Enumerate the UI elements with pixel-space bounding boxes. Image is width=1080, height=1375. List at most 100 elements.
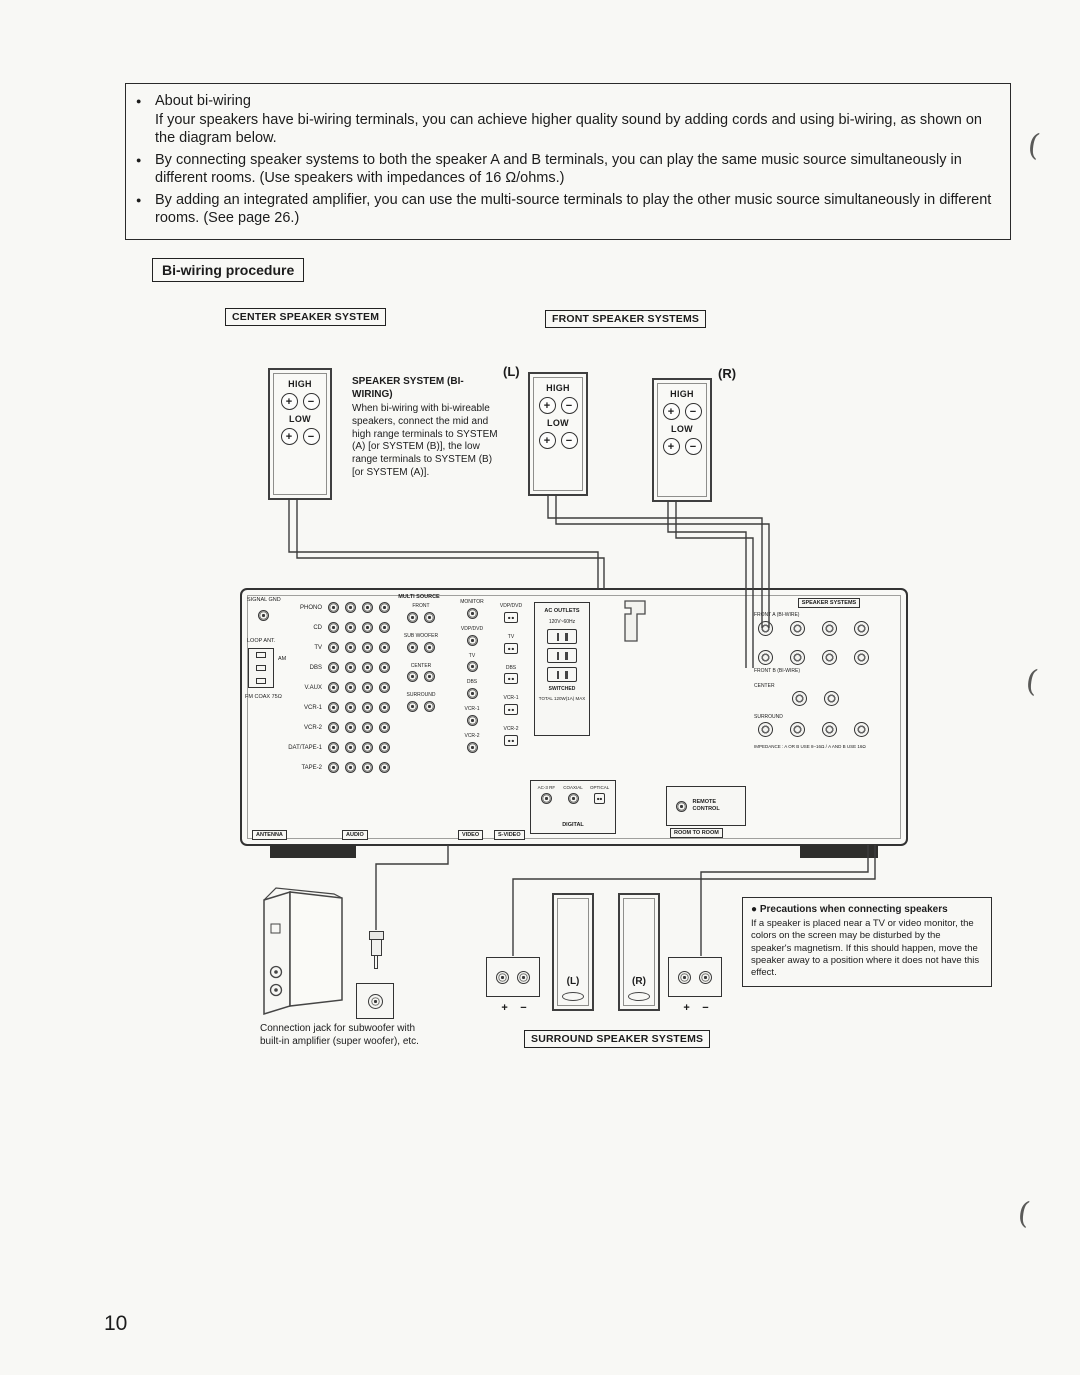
subwoofer-jack	[367, 993, 383, 1009]
low-label: LOW	[671, 424, 693, 434]
video-jack	[466, 688, 478, 699]
loop-ant-label: LOOP ANT.	[247, 638, 276, 644]
rca-jack	[362, 742, 373, 753]
video-jack-label: TV	[468, 652, 476, 659]
rca-jack	[466, 634, 478, 646]
ac3-rf-label: AC-3 RF	[537, 785, 556, 790]
gnd-terminal	[258, 610, 269, 621]
multi-jacks	[407, 641, 435, 653]
minus-label: −	[702, 1002, 709, 1014]
minus-terminal: −	[302, 393, 320, 410]
note-body: By connecting speaker systems to both th…	[155, 151, 962, 187]
audio-row: VCR-2	[286, 722, 390, 733]
multi-jacks	[407, 611, 435, 623]
audio-row: DBS	[286, 662, 390, 673]
speaker-post	[822, 621, 837, 637]
video-jack-group: TV	[454, 652, 490, 673]
polarity-labels: + −	[489, 1002, 539, 1014]
svideo-jack	[504, 704, 518, 715]
center-speaker-cable	[296, 498, 605, 589]
high-label: HIGH	[288, 379, 312, 389]
note-item: ● By connecting speaker systems to both …	[136, 151, 996, 188]
audio-row-label: PHONO	[299, 604, 322, 611]
svideo-jack-label: VCR-2	[503, 726, 519, 732]
rca-jack	[466, 607, 478, 619]
rca-jack	[379, 702, 390, 713]
rca-jack	[424, 701, 435, 712]
center-system-label: CENTER SPEAKER SYSTEM	[225, 308, 387, 326]
plus-terminal: +	[662, 438, 680, 455]
rca-jack	[362, 662, 373, 673]
am-label: AM	[278, 656, 287, 662]
rca-jack	[345, 742, 356, 753]
front-a-label: FRONT A (BI-WIRE)	[754, 612, 800, 618]
rca-jack	[328, 742, 339, 753]
video-jack	[466, 661, 478, 673]
audio-row-label: DBS	[309, 664, 322, 671]
plus-terminal: +	[662, 403, 680, 420]
audio-row-label: VCR-2	[303, 724, 322, 731]
biwiring-note-title: SPEAKER SYSTEM (BI-WIRING)	[352, 376, 464, 400]
rca-jack	[328, 682, 339, 693]
svideo-jack-wrap	[504, 734, 518, 746]
svideo-jack-group: VCR-2	[492, 726, 530, 746]
impedance-label: IMPEDANCE : A OR B USE 8–16Ω / A AND B U…	[754, 744, 866, 749]
speaker-post	[854, 722, 869, 737]
video-jack	[466, 714, 478, 726]
rca-jack	[379, 622, 390, 633]
fm-coax-label: FM COAX 75Ω	[245, 694, 282, 700]
audio-row-label: DAT/TAPE-1	[288, 744, 322, 751]
rca-jack	[362, 682, 373, 693]
antenna-terminal-block	[248, 648, 274, 688]
video-jack-group: VDP/DVD	[454, 626, 490, 646]
minus-terminal: −	[684, 403, 702, 420]
cable-clamp-icon	[624, 600, 646, 642]
ac-outlet	[547, 648, 577, 664]
svideo-jack-column: VDP/DVD TV DBS VCR-1 VCR-2	[492, 603, 530, 746]
svideo-jack	[504, 734, 518, 746]
speaker-post	[758, 621, 773, 637]
rca-jack	[328, 622, 339, 633]
video-jack-group: MONITOR	[454, 599, 490, 619]
center-speaker-cable	[288, 498, 599, 589]
multi-jacks	[407, 701, 435, 712]
rca-jack	[379, 682, 390, 693]
scan-artifact: (	[1023, 663, 1041, 700]
rca-jack	[345, 622, 356, 633]
ac-outlet	[547, 629, 577, 645]
rca-jack	[362, 702, 373, 713]
audio-jacks	[328, 682, 390, 693]
svideo-jack-group: TV	[492, 634, 530, 654]
rca-jack	[407, 611, 418, 623]
surround-speaker-right: (R)	[618, 893, 660, 1011]
antenna-section-label: ANTENNA	[252, 830, 287, 840]
rca-jack	[362, 602, 373, 613]
plus-terminal: +	[280, 393, 298, 410]
speaker-post	[758, 650, 773, 666]
bullet-icon: ●	[751, 904, 758, 915]
binding-post	[677, 970, 691, 984]
biwiring-note-body: When bi-wiring with bi-wireable speakers…	[352, 403, 498, 478]
multi-out-group: SURROUND	[392, 692, 450, 712]
speaker-post	[790, 650, 805, 666]
video-jack-group: VCR-2	[454, 733, 490, 753]
rca-jack	[379, 662, 390, 673]
binding-post	[517, 970, 531, 984]
terminal-pair: + −	[538, 397, 578, 414]
front-left-speaker: HIGH + − LOW + −	[528, 372, 588, 496]
audio-jacks	[328, 662, 390, 673]
room-to-room-label: ROOM TO ROOM	[670, 828, 723, 838]
ac-total-label: TOTAL 120W(1A) MAX	[538, 696, 586, 702]
plus-label: +	[501, 1002, 508, 1014]
minus-label: −	[520, 1002, 527, 1014]
video-jack	[466, 607, 478, 619]
surround-terminal-box-right	[668, 957, 722, 997]
rca-jack	[345, 762, 356, 773]
speaker-post	[854, 621, 869, 637]
optical-jack	[594, 792, 606, 804]
rca-jack	[328, 722, 339, 733]
multi-out-label: SUB WOOFER	[403, 632, 439, 639]
ac3-rf-jack-group: AC-3 RF	[533, 785, 560, 804]
audio-jack-grid: PHONO CD TV DBS V.AUX VCR-1 VCR-2 DAT/TA…	[286, 602, 390, 773]
digital-box: AC-3 RF COAXIAL OPTICAL DIGITAL	[530, 780, 616, 834]
